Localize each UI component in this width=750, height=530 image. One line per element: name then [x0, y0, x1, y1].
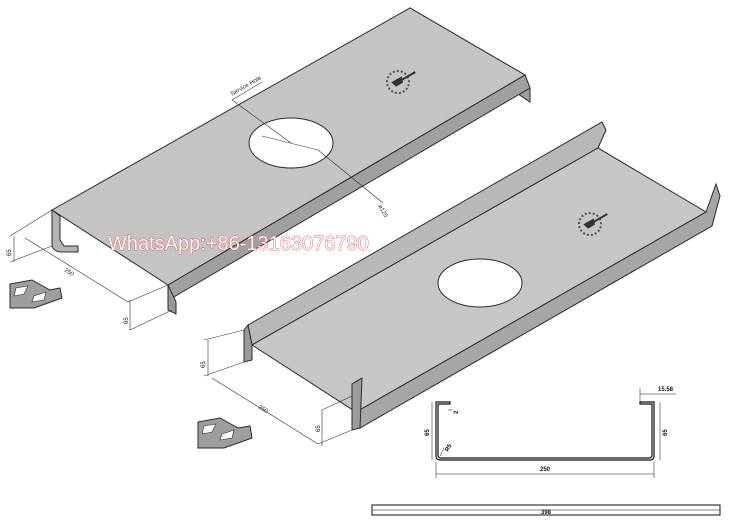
section-lip-dim: 15.58 — [658, 387, 674, 393]
view-orientation-icon — [9, 279, 63, 309]
bottom-service-hole — [437, 258, 523, 308]
flat-blank-length: 398 — [541, 510, 552, 516]
section-view: 15.58 2 65 65 R5 250 — [425, 387, 676, 478]
view-orientation-icon-2 — [197, 417, 253, 449]
section-height-dim-left: 65 — [425, 429, 431, 436]
section-height-dim-right: 65 — [663, 429, 669, 436]
service-hole-leader — [231, 81, 292, 144]
hole-centerline — [261, 135, 319, 151]
diameter-leader — [317, 149, 384, 204]
watermark-text: WhatsApp:+86-13163076790 — [108, 233, 369, 255]
bottom-left-end-profile — [243, 323, 253, 363]
top-flange-dim-left: 65 — [7, 249, 13, 256]
manufacturer-logo-icon-2 — [578, 212, 608, 236]
top-dimensions — [9, 209, 173, 331]
top-channel-part: Service Hole ø125 65 250 65 — [7, 6, 531, 331]
top-right-end-profile — [167, 284, 177, 315]
bottom-dimensions — [203, 329, 353, 446]
bottom-flange-dim-left: 65 — [201, 361, 207, 368]
section-radius-dim: R5 — [445, 443, 454, 453]
section-thickness-dim: 2 — [454, 410, 460, 414]
bottom-channel-part: 65 250 65 — [201, 121, 721, 446]
bottom-width-dim: 250 — [257, 405, 269, 416]
bottom-right-end-profile — [351, 377, 363, 431]
top-flange-dim-right: 65 — [124, 317, 130, 324]
manufacturer-logo-icon — [386, 70, 416, 94]
diameter-label: ø125 — [376, 204, 388, 219]
bottom-flange-dim-right: 65 — [316, 425, 322, 432]
top-left-end-profile — [51, 209, 79, 253]
channel-cross-section — [435, 401, 655, 461]
section-dim-lines — [431, 388, 676, 478]
top-width-dim: 250 — [63, 268, 75, 279]
section-width-dim: 250 — [540, 467, 551, 473]
flat-blank: 398 — [371, 504, 721, 516]
